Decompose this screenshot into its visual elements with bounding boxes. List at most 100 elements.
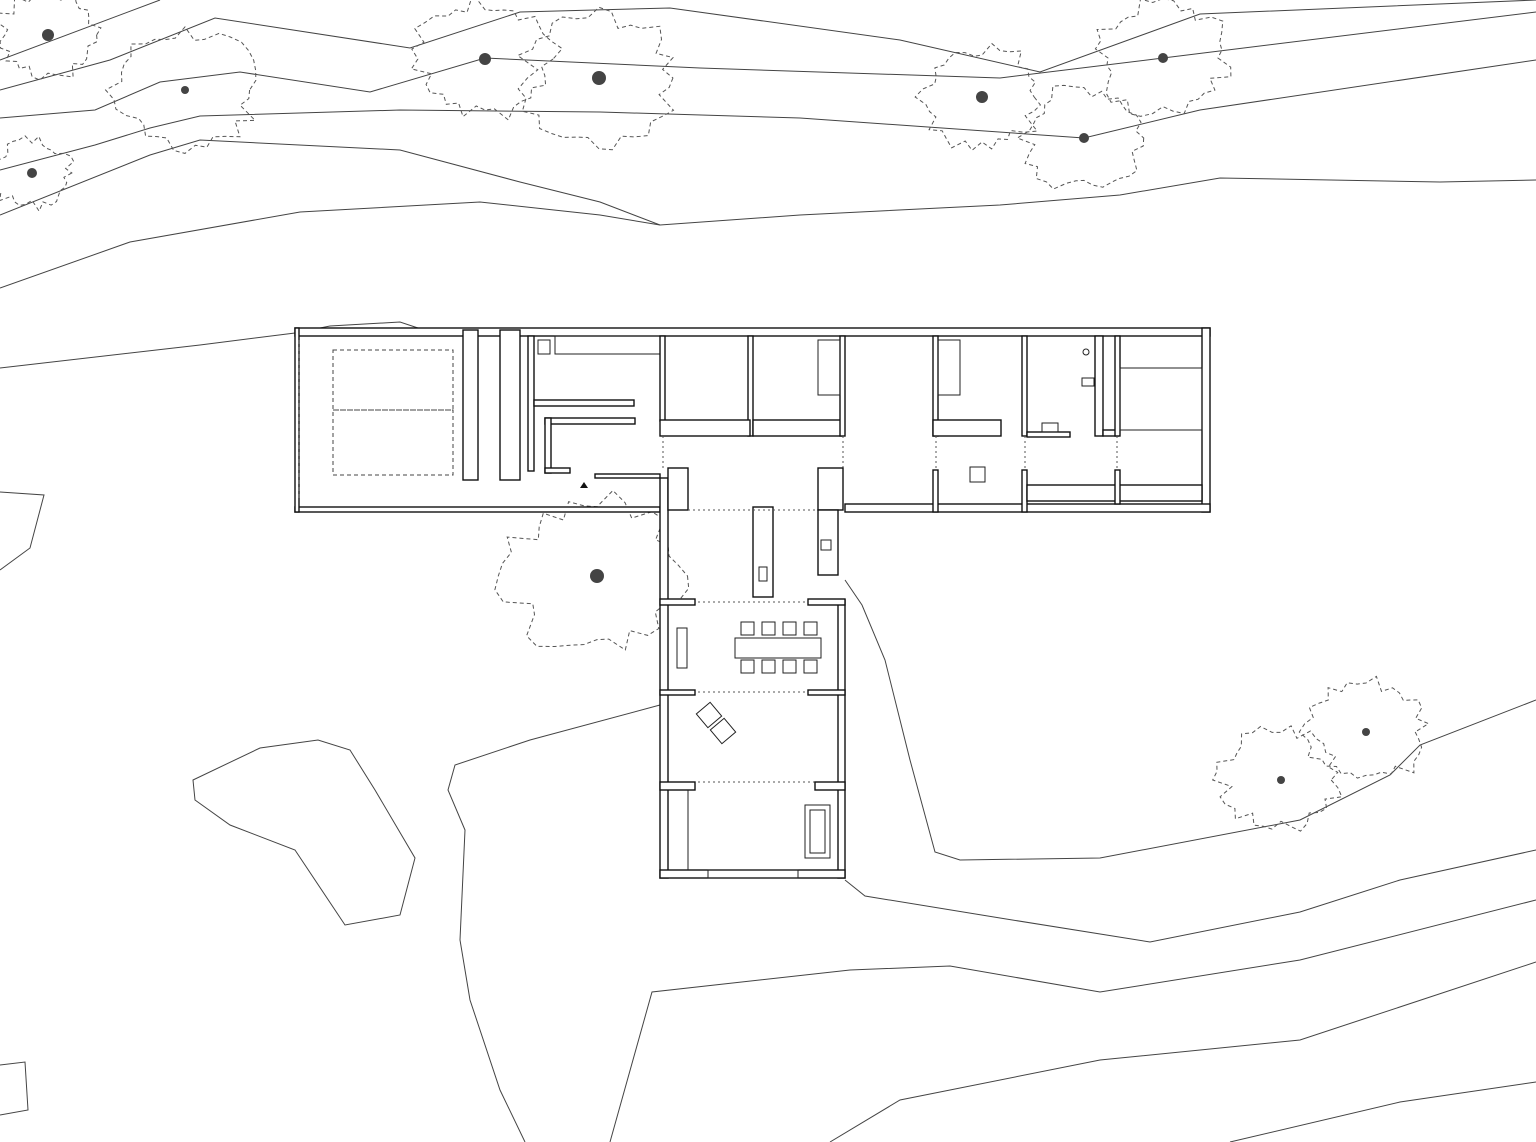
wall-closet [1114, 469, 1121, 505]
wall-wing [667, 467, 689, 511]
tree-trunk-icon [976, 91, 988, 103]
wall-storage [533, 399, 635, 407]
tree-trunk-icon [1158, 53, 1168, 63]
wall-wing-south [659, 869, 846, 879]
tree-trunk-icon [27, 168, 37, 178]
wall-fin [807, 689, 846, 696]
window [707, 869, 799, 879]
tree-trunk-icon [592, 71, 606, 85]
wall-room [1021, 469, 1028, 513]
contour-line [0, 139, 1536, 226]
wall-entry [499, 329, 521, 481]
wall-room [932, 469, 939, 513]
shower-drain-icon [1082, 348, 1090, 356]
contour-line [0, 59, 1536, 171]
contour-line [844, 579, 1536, 861]
tree-trunk-icon [590, 569, 604, 583]
wall-entry-door [594, 473, 661, 479]
wardrobe [937, 339, 961, 396]
tree-trunk-icon [1277, 776, 1285, 784]
sofa-seat [809, 809, 826, 854]
contour-line [0, 11, 1536, 119]
wall-garage-inner [462, 329, 479, 481]
wall-room [659, 335, 666, 422]
dining-table [734, 637, 822, 659]
contour-line [0, 0, 1536, 91]
dining-chair [761, 621, 776, 636]
wall-wing [817, 467, 844, 511]
tree-canopy [1211, 725, 1343, 832]
tree-canopy [0, 0, 102, 81]
armchair [695, 701, 723, 729]
parking-space [332, 409, 454, 476]
wall-fin [807, 598, 846, 606]
kitchen-counter [817, 509, 839, 576]
dining-chair [803, 659, 818, 674]
dining-chair [740, 621, 755, 636]
cabinet [537, 339, 551, 355]
contour-line [447, 704, 661, 1142]
wall-storage [544, 417, 552, 474]
sink [820, 539, 832, 551]
entrance-marker-icon [580, 482, 588, 488]
wall-fin [814, 781, 846, 791]
counter [554, 335, 661, 355]
tree-trunk-icon [1079, 133, 1089, 143]
wall-bath [1094, 335, 1104, 437]
parking-space [332, 349, 454, 411]
wall-closet [1116, 484, 1203, 502]
wardrobe [817, 339, 841, 396]
wall-fin [659, 689, 696, 696]
wall-room [1021, 335, 1028, 437]
wall-corridor [527, 335, 535, 472]
trees [0, 0, 1430, 832]
contour-line [844, 849, 1536, 943]
tree-canopy [914, 42, 1042, 152]
contour-line [0, 201, 661, 289]
dining-chair [803, 621, 818, 636]
tree-canopy [516, 6, 675, 151]
contour-line [192, 739, 416, 926]
tree-trunk-icon [181, 86, 189, 94]
contour-line [1229, 1081, 1536, 1142]
kitchen-island [752, 506, 774, 598]
bed [1119, 367, 1203, 431]
tree-canopy [1298, 675, 1430, 779]
tree-canopy [1016, 84, 1145, 190]
wall-north [294, 327, 1211, 337]
armchair [709, 717, 737, 745]
wall-room [659, 419, 751, 437]
wall-fin [659, 598, 696, 606]
contour-line [829, 961, 1536, 1142]
tree-canopy [1094, 0, 1232, 117]
tree-canopy [0, 135, 75, 213]
dining-chairs [740, 621, 818, 674]
dining-chair [782, 659, 797, 674]
wall-wing-west [659, 477, 669, 879]
toilet [1081, 377, 1095, 387]
wall-bath [1026, 431, 1071, 438]
contour-line [609, 899, 1536, 1142]
wall-west [294, 327, 300, 513]
wall-storage [544, 417, 636, 425]
tree-trunk-icon [1362, 728, 1370, 736]
tree-trunk-icon [42, 29, 54, 41]
contour-line [0, 1061, 29, 1116]
tree-canopy [410, 0, 563, 121]
wall-fin [659, 781, 696, 791]
contour-line [0, 491, 45, 571]
cooktop [758, 566, 768, 582]
wall-east [1201, 327, 1211, 513]
dining-chair [782, 621, 797, 636]
wall-closet [1026, 484, 1118, 502]
wall-storage [544, 467, 571, 474]
wall-room [839, 335, 846, 437]
tree-trunk-icon [479, 53, 491, 65]
sofa [804, 804, 831, 859]
wall-wing-east [837, 599, 846, 879]
tree-canopy [494, 489, 690, 651]
washbasin [1041, 422, 1059, 433]
contour-line [0, 0, 161, 61]
